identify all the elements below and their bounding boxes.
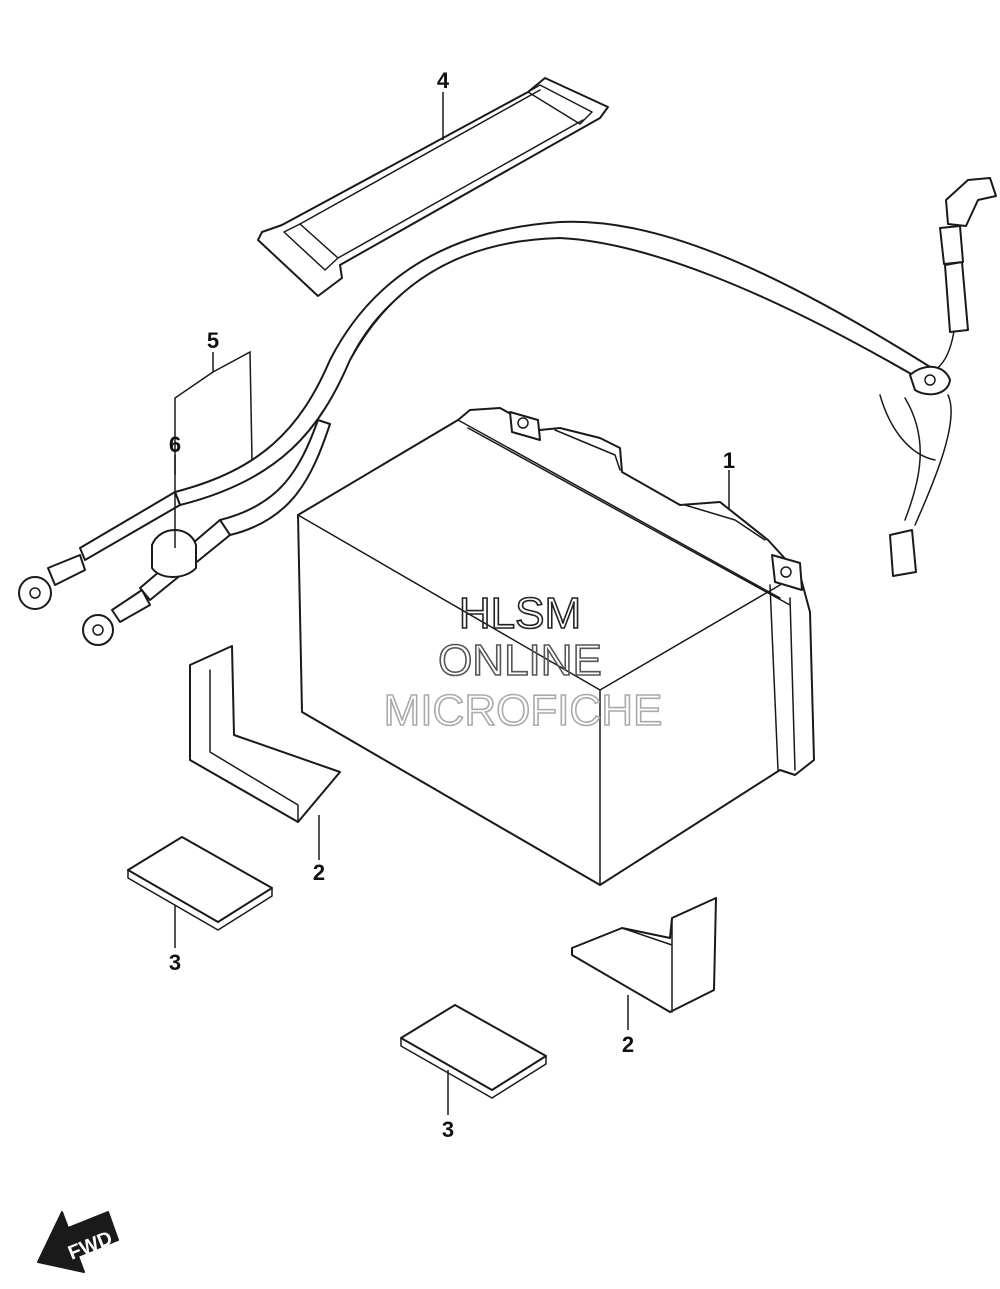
callout-1: 1 <box>723 448 735 473</box>
battery-strap-part-4 <box>257 77 609 297</box>
battery-pad-part-3-right <box>400 1004 547 1099</box>
callout-2-left: 2 <box>313 860 325 885</box>
battery-plate-part-2-right <box>571 897 717 1013</box>
callout-4: 4 <box>437 68 450 93</box>
watermark-line-1: HLSM <box>459 589 581 638</box>
callout-5: 5 <box>207 328 219 353</box>
battery-plate-part-2-left <box>189 645 341 823</box>
battery-part-1 <box>297 407 815 886</box>
callout-3-left: 3 <box>169 950 181 975</box>
callout-3-right: 3 <box>442 1117 454 1142</box>
terminal-cover-part-6 <box>151 529 197 578</box>
watermark-line-2: ONLINE <box>438 636 602 685</box>
battery-pad-part-3-left <box>127 836 273 931</box>
callout-2-right: 2 <box>622 1032 634 1057</box>
fwd-arrow-icon: FWD <box>37 1211 119 1273</box>
callout-6: 6 <box>169 432 181 457</box>
leader-lines <box>174 92 730 1115</box>
battery-cable-harness <box>18 177 997 646</box>
watermark-line-3: MICROFICHE <box>384 686 663 735</box>
